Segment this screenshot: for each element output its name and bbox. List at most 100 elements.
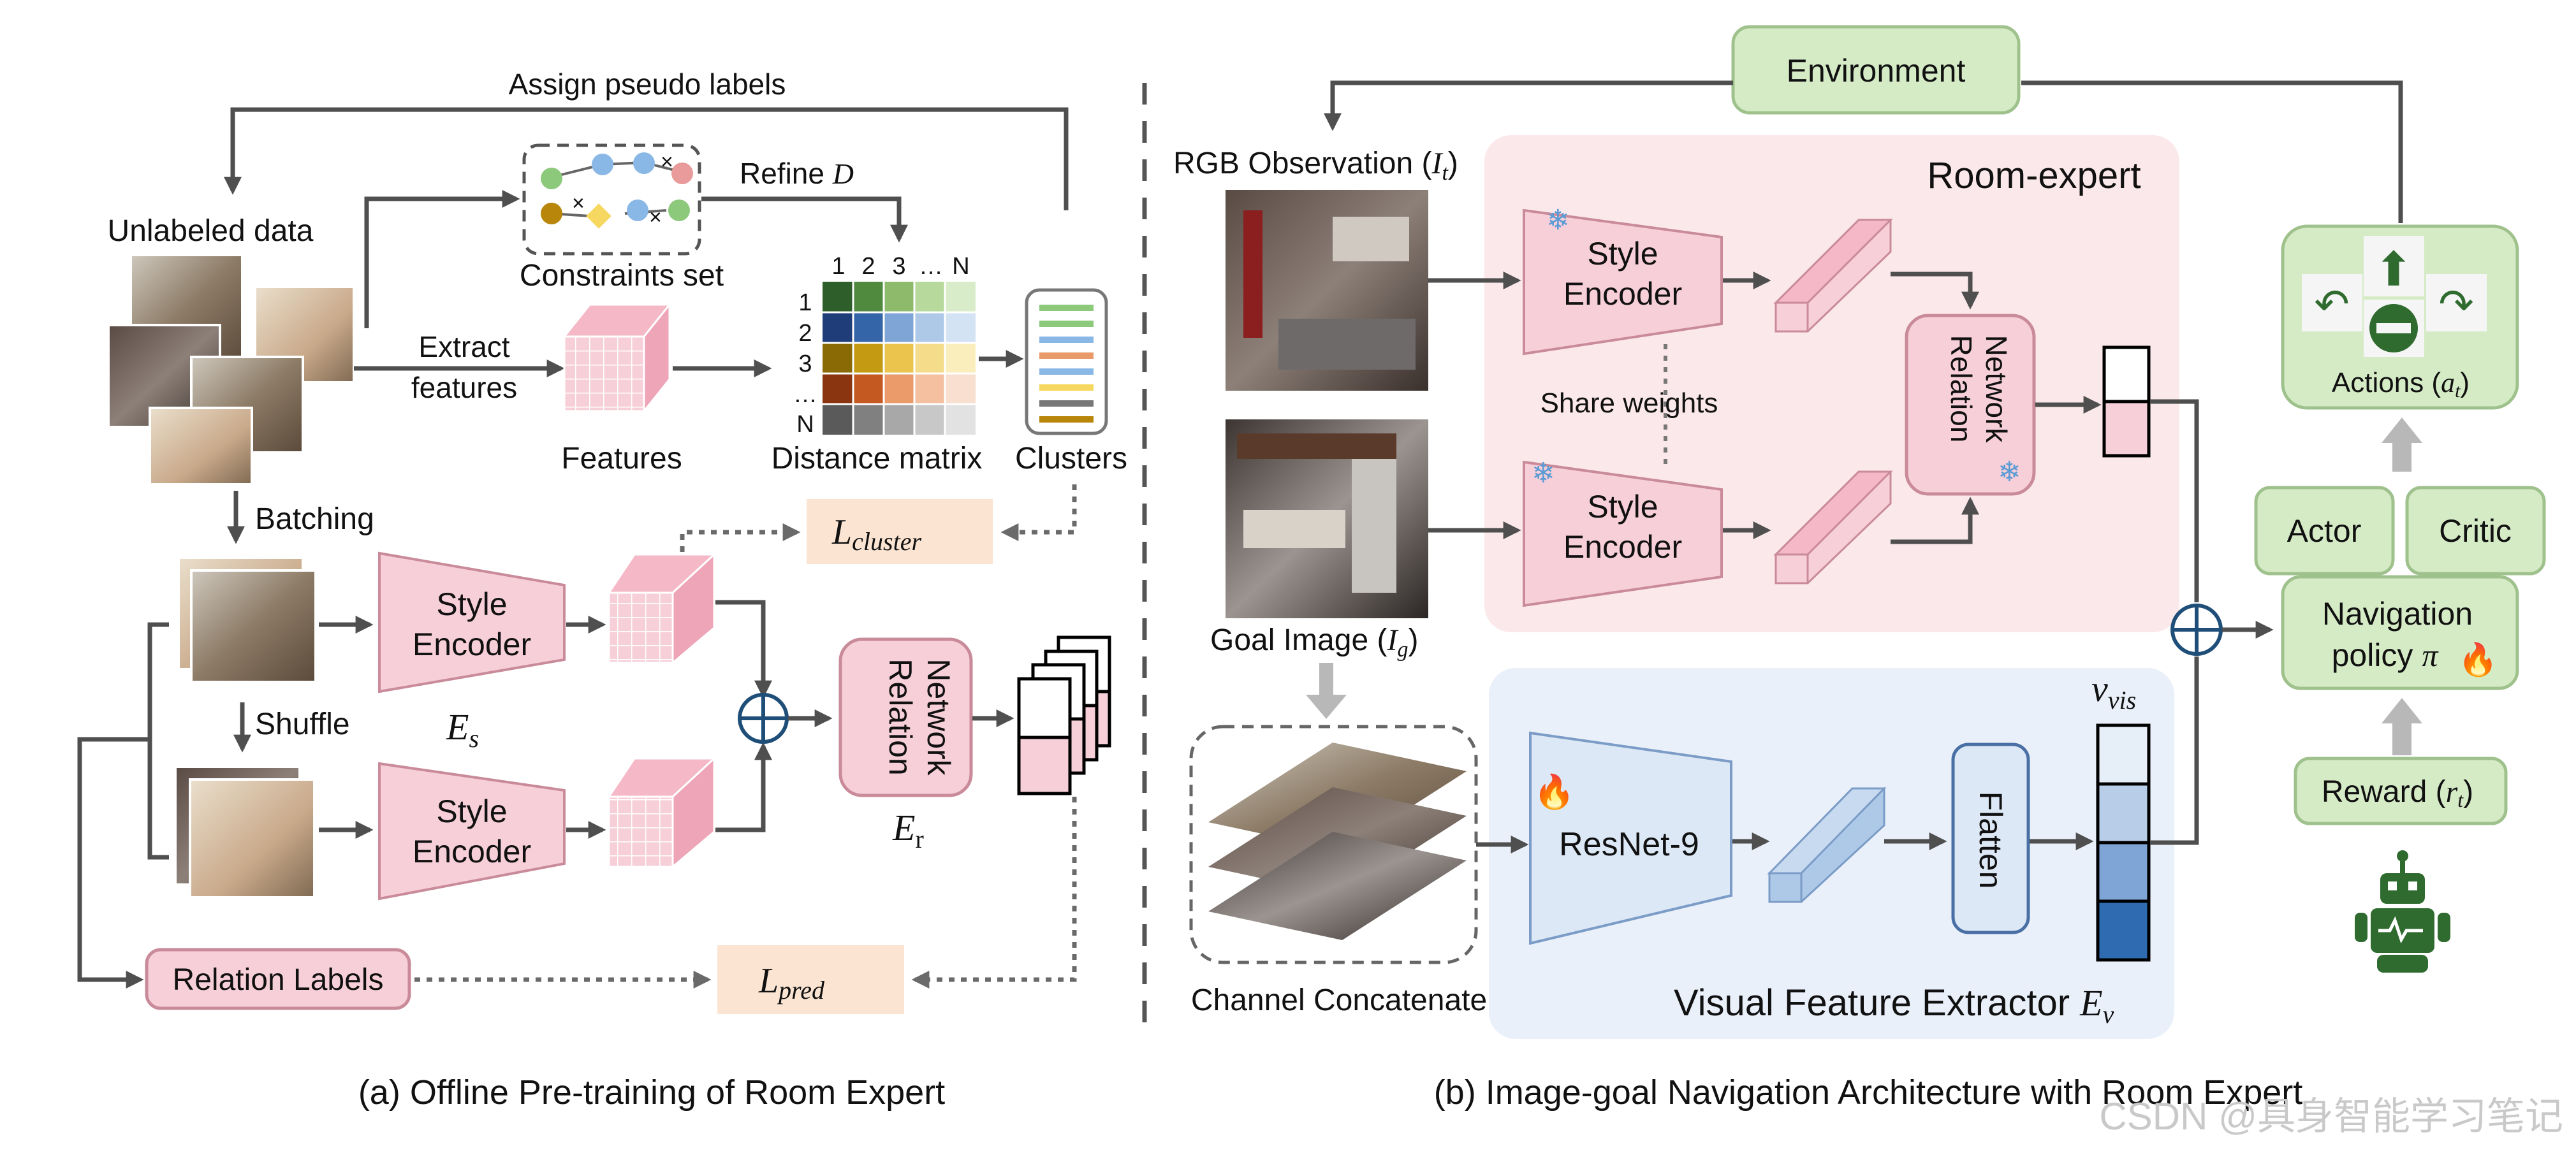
matrix-row-2: 2 xyxy=(798,320,812,347)
stop-icon-bar xyxy=(2376,323,2411,333)
matrix-col-4: … xyxy=(919,253,943,280)
style-encoder-bottom-line1: Style xyxy=(436,794,507,829)
constraint-graph: × × × xyxy=(541,150,693,229)
style-encoder-top-line2: Encoder xyxy=(413,627,531,662)
relation-network-b-line1: Relation xyxy=(1945,335,1978,443)
extract-label-line1: Extract xyxy=(418,330,509,363)
actions-to-environment-line xyxy=(2021,80,2403,223)
es-label: Es xyxy=(446,706,479,753)
flatten-label: Flatten xyxy=(1973,792,2009,889)
extract-label-line2: features xyxy=(411,371,517,404)
critic-box xyxy=(2405,486,2546,576)
relation-labels-box xyxy=(145,948,411,1010)
constraint-mark-3: × xyxy=(649,205,662,229)
v-vis-to-plus-line xyxy=(2150,656,2199,845)
features-label: Features xyxy=(561,442,682,475)
style-encoder-goal xyxy=(1523,460,1723,607)
constraints-set-label: Constraints set xyxy=(520,259,724,293)
relation-network-a-line2: Network xyxy=(921,658,956,776)
turn-left-icon: ↶ xyxy=(2314,280,2349,329)
panel-a: Assign pseudo labels Unlabeled data xyxy=(77,68,1127,1112)
loss-cluster-label: Lcluster xyxy=(831,512,921,556)
trainable-flame-icon: 🔥 xyxy=(1533,772,1575,811)
channel-concat-images xyxy=(1208,743,1467,940)
loss-cluster-box xyxy=(807,499,993,564)
rgb-observation-image xyxy=(1226,190,1428,391)
room-expert-label: Room-expert xyxy=(1927,155,2141,196)
environment-label: Environment xyxy=(1787,53,1966,89)
matrix-col-1: 1 xyxy=(831,253,845,280)
reward-box xyxy=(2294,757,2508,825)
critic-label: Critic xyxy=(2439,513,2512,549)
relation-output-stack xyxy=(1017,635,1111,795)
relation-output-vector xyxy=(2102,345,2151,458)
relation-network-b-line2: Network xyxy=(1980,335,2013,444)
clusters-to-loss-dotted-arrow xyxy=(1000,484,1077,541)
constraint-mark-1: × xyxy=(661,150,673,174)
loss-pred-label: Lpred xyxy=(758,961,825,1004)
reward-to-policy-arrow xyxy=(2392,720,2411,755)
shuffle-label: Shuffle xyxy=(255,707,350,741)
rgb-observation-label: RGB Observation (It) xyxy=(1173,147,1458,185)
reward-label: Reward (rt) xyxy=(2322,775,2473,811)
feature-cube-bottom xyxy=(607,756,717,869)
navigation-policy-box xyxy=(2281,575,2519,690)
style-encoder-rgb-line1: Style xyxy=(1587,236,1658,272)
loss-pred-box xyxy=(717,945,904,1014)
clusters-box xyxy=(1025,288,1108,435)
actions-label: Actions (at) xyxy=(2332,367,2470,402)
unlabeled-data-label: Unlabeled data xyxy=(108,214,314,248)
style-encoder-goal-line2: Encoder xyxy=(1563,529,1682,565)
v-vis-label: vvis xyxy=(2091,668,2136,714)
navigation-policy-line2: policy π xyxy=(2332,637,2440,673)
assign-pseudo-labels-label: Assign pseudo labels xyxy=(509,68,786,101)
clusters-label: Clusters xyxy=(1015,442,1127,475)
matrix-col-3: 3 xyxy=(892,253,905,280)
feature-bottom-to-plus-arrow xyxy=(715,742,772,832)
style-encoder-top-line1: Style xyxy=(436,586,507,622)
actor-box xyxy=(2254,486,2395,576)
robot-icon xyxy=(2355,850,2450,973)
v-vis-vector xyxy=(2096,723,2151,962)
matrix-row-4: … xyxy=(793,381,817,408)
goal-to-concat-arrowhead xyxy=(1306,695,1347,719)
matrix-row-3: 3 xyxy=(798,351,812,377)
resnet-label: ResNet-9 xyxy=(1559,826,1699,863)
turn-right-button-bg xyxy=(2426,274,2487,331)
relation-network-a xyxy=(838,637,973,797)
turn-left-button-bg xyxy=(2302,274,2362,331)
refine-d-arrow xyxy=(701,196,908,243)
matrix-col-2: 2 xyxy=(861,253,875,280)
matrix-col-5: N xyxy=(952,253,969,280)
matrix-row-5: N xyxy=(796,411,814,438)
watermark: CSDN @具身智能学习笔记 xyxy=(2099,1095,2563,1138)
style-encoder-rgb-line2: Encoder xyxy=(1563,276,1682,312)
constraint-mark-2: × xyxy=(572,191,585,215)
frozen-snowflake-icon: ❄ xyxy=(1546,204,1570,236)
policy-to-actions-arrowhead xyxy=(2382,417,2422,443)
trainable-flame-icon: 🔥 xyxy=(2458,641,2498,678)
rgb-feature-to-relation-arrow xyxy=(1891,272,1979,310)
distance-matrix-label: Distance matrix xyxy=(772,442,983,475)
concat-plus-b xyxy=(2170,604,2223,656)
er-label: Er xyxy=(892,807,924,853)
relation-network-a-line1: Relation xyxy=(882,658,918,775)
visual-feature-bar xyxy=(1767,787,1887,903)
data-to-constraints-arrow xyxy=(364,190,520,328)
share-weights-label: Share weights xyxy=(1540,388,1718,419)
batch-image-bottom xyxy=(174,765,316,899)
flatten-box xyxy=(1951,743,2030,934)
channel-concat-label: Channel Concatenate xyxy=(1191,983,1487,1017)
style-encoder-bottom xyxy=(378,762,566,901)
relation-labels-text: Relation Labels xyxy=(173,963,384,997)
to-relation-labels-arrow xyxy=(77,737,150,989)
style-encoder-top xyxy=(378,551,566,693)
concat-plus-a xyxy=(738,693,789,744)
actor-label: Actor xyxy=(2287,513,2362,549)
feature-top-to-plus-arrow xyxy=(715,600,772,699)
distance-matrix: 1 2 3 … N 1 2 3 … N xyxy=(793,253,976,438)
navigation-policy-line1: Navigation xyxy=(2322,596,2473,632)
